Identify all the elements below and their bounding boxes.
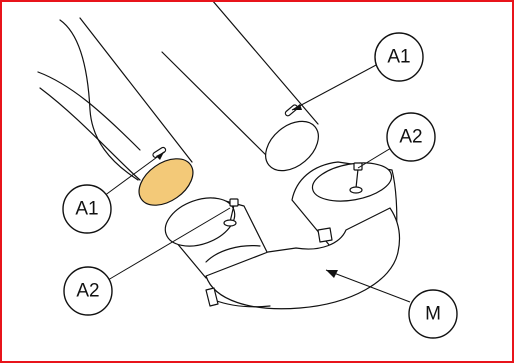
callout-a1-top: A1: [374, 32, 424, 82]
callout-m: M: [408, 289, 458, 339]
svg-text:A2: A2: [399, 127, 422, 148]
elbow-pipe-m: [164, 161, 401, 310]
callout-a2-left: A2: [63, 266, 113, 316]
left-pipe-cut: [37, 17, 194, 206]
svg-text:A1: A1: [387, 47, 410, 68]
slot-a1-top: [284, 104, 298, 117]
svg-text:A1: A1: [75, 199, 98, 220]
cut-face: [138, 158, 194, 206]
callout-a1-left: A1: [62, 184, 112, 234]
bolt-a2-right: [349, 162, 363, 194]
upper-pipe: [161, 2, 319, 172]
bolt-a2-left: [223, 198, 239, 227]
svg-text:M: M: [425, 304, 441, 325]
callout-a2-right: A2: [386, 112, 436, 162]
svg-text:A2: A2: [76, 281, 99, 302]
